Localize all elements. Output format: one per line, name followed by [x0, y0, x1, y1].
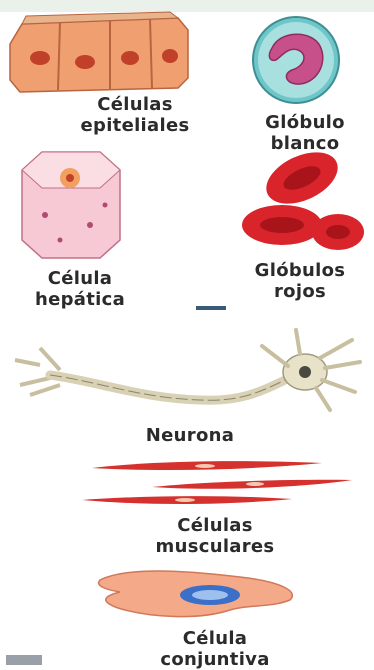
label-neuron: Neurona	[120, 425, 260, 446]
bottom-scrap	[6, 655, 42, 665]
epithelial-cells-image	[10, 12, 188, 92]
muscle-cells-image	[82, 461, 352, 504]
connective-cell-image	[99, 571, 293, 617]
red-blood-cells-image	[242, 142, 364, 250]
hepatic-cell-image	[22, 152, 120, 258]
stray-mark	[196, 306, 226, 310]
neuron-image	[15, 330, 360, 410]
white-blood-cell-image	[253, 17, 339, 103]
